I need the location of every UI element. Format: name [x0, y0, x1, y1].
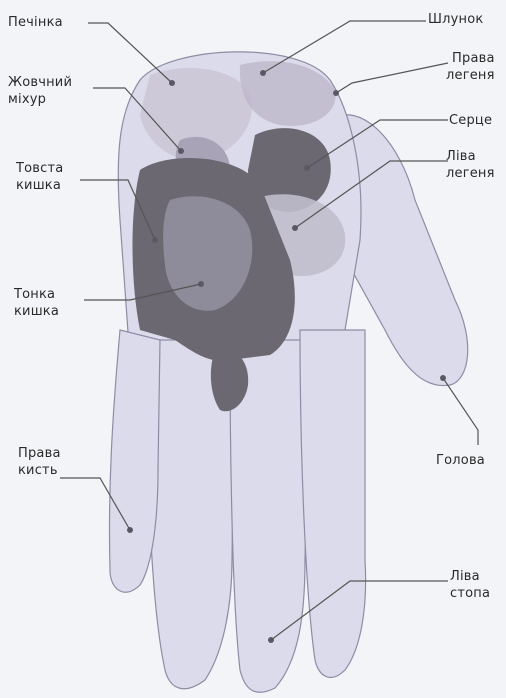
label-left-lung-line1: Ліва [446, 148, 495, 165]
label-left-lung-line2: легеня [446, 165, 495, 182]
label-right-lung: Права легеня [446, 50, 495, 84]
label-gallbladder: Жовчний міхур [8, 74, 72, 108]
label-small-intestine: Тонка кишка [14, 286, 59, 320]
label-heart: Серце [449, 112, 492, 129]
label-large-intestine-line2: кишка [16, 177, 63, 194]
label-large-intestine-line1: Товста [16, 160, 63, 177]
label-right-hand-line1: Права [18, 445, 61, 462]
label-right-lung-line2: легеня [446, 67, 495, 84]
label-head: Голова [436, 452, 485, 469]
label-left-foot: Ліва стопа [450, 568, 490, 602]
label-gallbladder-line2: міхур [8, 91, 72, 108]
label-liver: Печінка [8, 14, 63, 31]
label-stomach: Шлунок [428, 11, 483, 28]
label-gallbladder-line1: Жовчний [8, 74, 72, 91]
label-left-foot-line2: стопа [450, 585, 490, 602]
label-large-intestine: Товста кишка [16, 160, 63, 194]
label-small-intestine-line1: Тонка [14, 286, 59, 303]
label-right-lung-line1: Права [446, 50, 495, 67]
label-left-foot-line1: Ліва [450, 568, 490, 585]
label-right-hand-line2: кисть [18, 462, 61, 479]
label-left-lung: Ліва легеня [446, 148, 495, 182]
label-small-intestine-line2: кишка [14, 303, 59, 320]
label-right-hand: Права кисть [18, 445, 61, 479]
